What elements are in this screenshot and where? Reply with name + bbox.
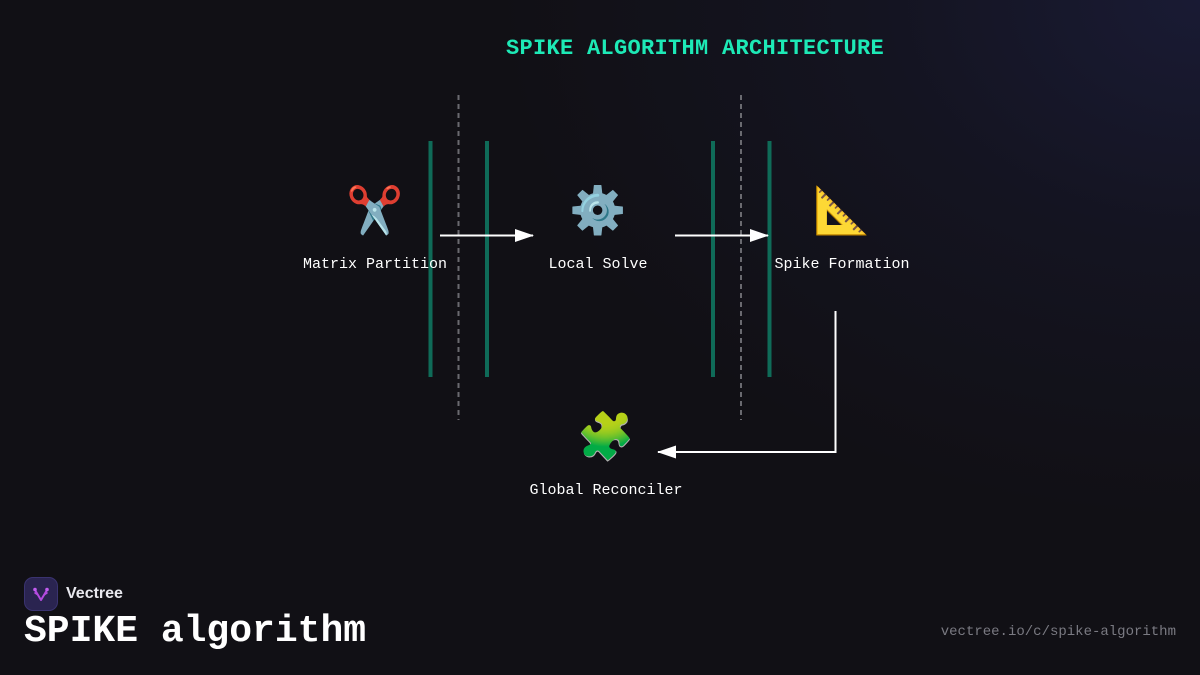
node-global-reconciler[interactable]: 🧩 Global Reconciler xyxy=(516,406,696,499)
page-title: SPIKE algorithm xyxy=(24,610,367,653)
node-label: Local Solve xyxy=(548,256,648,273)
diagram-title: SPIKE ALGORITHM ARCHITECTURE xyxy=(505,36,885,61)
scissors-icon: ✂️ xyxy=(346,183,404,237)
gear-icon: ⚙️ xyxy=(569,183,627,237)
page-url[interactable]: vectree.io/c/spike-algorithm xyxy=(940,624,1176,640)
node-label: Global Reconciler xyxy=(529,482,683,499)
edge-spike-to-reconciler xyxy=(657,311,837,459)
node-label: Spike Formation xyxy=(774,256,910,273)
node-label: Matrix Partition xyxy=(302,256,448,273)
node-local-solve[interactable]: ⚙️ Local Solve xyxy=(523,180,673,273)
brand[interactable]: Vectree xyxy=(24,577,123,611)
partition-boundary-1 xyxy=(428,95,489,420)
node-spike-formation[interactable]: 📐 Spike Formation xyxy=(767,180,917,273)
node-matrix-partition[interactable]: ✂️ Matrix Partition xyxy=(300,180,450,273)
vectree-logo-icon xyxy=(24,577,58,611)
puzzle-piece-icon: 🧩 xyxy=(577,409,635,463)
triangular-ruler-icon: 📐 xyxy=(813,183,871,237)
partition-boundary-2 xyxy=(711,95,772,420)
brand-name: Vectree xyxy=(66,585,123,602)
